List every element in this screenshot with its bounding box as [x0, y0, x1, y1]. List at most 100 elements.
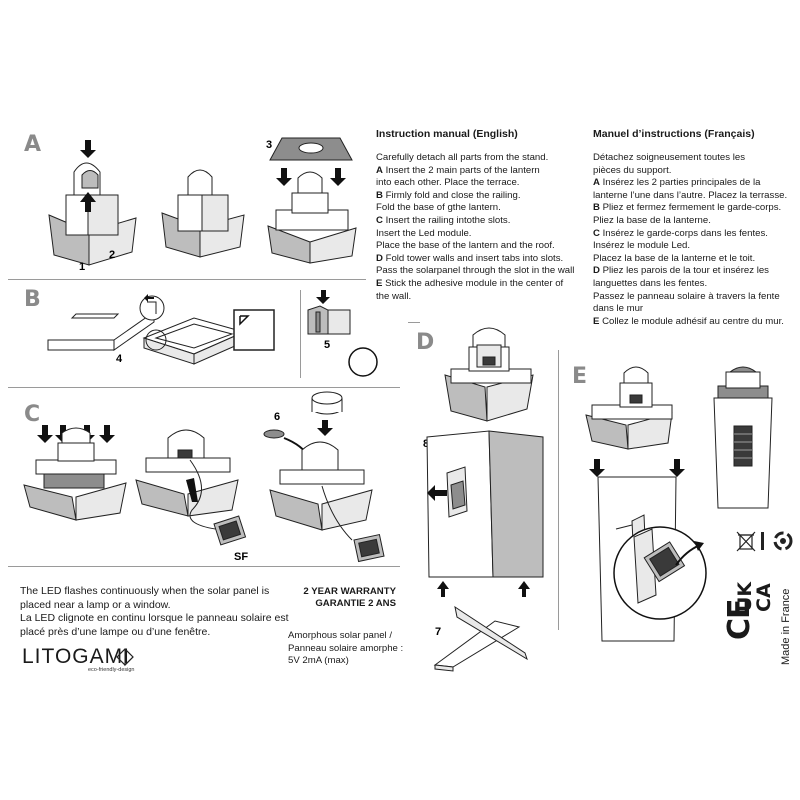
- ukca-mark-line2: CA: [753, 583, 775, 612]
- instruction-text: Pliez les parois de la tour et insérez l…: [599, 265, 769, 277]
- instruction-step-key: D: [376, 252, 383, 264]
- instruction-text: languettes dans les fentes.: [593, 277, 708, 289]
- triman-recycling-icon: [773, 531, 793, 551]
- divider-b-c: [8, 387, 400, 388]
- instruction-text: Insérez les 2 parties principales de la: [599, 177, 761, 189]
- instructions-english-title: Instruction manual (English): [376, 128, 518, 140]
- illustration-step-e-2: [713, 366, 773, 509]
- instruction-text: Insert the Led module.: [376, 227, 472, 239]
- divider-c-notes: [8, 566, 400, 567]
- divider-vertical-b: [300, 290, 301, 378]
- solar-spec-line2: Panneau solaire amorphe :: [288, 642, 404, 654]
- instruction-text: Place the base of the lantern and the ro…: [376, 240, 555, 252]
- instruction-line: D Pliez les parois de la tour et insérez…: [593, 265, 798, 278]
- part-number-5: 5: [324, 339, 330, 351]
- illustration-step-c-3: 6: [263, 391, 385, 563]
- instruction-line: lanterne l’une dans l’autre. Placez la t…: [593, 190, 798, 203]
- separator-bar-icon: [761, 532, 764, 550]
- instruction-text: Pliez la base de la lanterne.: [593, 214, 711, 226]
- led-note-fr-1: La LED clignote en continu lorsque le pa…: [20, 612, 289, 624]
- instruction-step-key: C: [376, 214, 383, 226]
- illustration-step-c-2: SF: [135, 429, 248, 563]
- part-number-8: 8: [423, 438, 429, 450]
- solar-spec-line3: 5V 2mA (max): [288, 655, 349, 666]
- step-label-b: B: [24, 287, 41, 312]
- instruction-line: C Insert the railing intothe slots.: [376, 215, 591, 228]
- illustration-step-a-2: [161, 169, 245, 258]
- instruction-text: Insert the 2 main parts of the lantern: [382, 164, 540, 176]
- instruction-line: B Pliez et fermez fermement le garde-cor…: [593, 202, 798, 215]
- instruction-line: C Insérez le garde-corps dans les fentes…: [593, 228, 798, 241]
- instruction-step-key: C: [593, 227, 600, 239]
- instruction-text: Insert the railing intothe slots.: [382, 214, 511, 226]
- instruction-text: Fold tower walls and insert tabs into sl…: [382, 252, 564, 264]
- instruction-line: pièces du support.: [593, 165, 798, 178]
- instruction-line: into each other. Place the terrace.: [376, 177, 591, 190]
- instruction-line: Place the base of the lantern and the ro…: [376, 240, 591, 253]
- instruction-text: Firmly fold and close the railing.: [382, 189, 521, 201]
- weee-bin-icon: [736, 531, 756, 552]
- instruction-text: Pliez et fermez fermement le garde-corps…: [599, 202, 782, 214]
- step-label-e: E: [572, 364, 588, 389]
- instruction-step-key: E: [376, 277, 383, 289]
- instruction-text: Placez la base de la lanterne et le toit…: [593, 252, 756, 264]
- instruction-line: Carefully detach all parts from the stan…: [376, 152, 591, 165]
- led-note-en-1: The LED flashes continuously when the so…: [20, 585, 270, 597]
- made-in-france: Made in France: [780, 588, 792, 665]
- warranty-en: 2 YEAR WARRANTY: [303, 586, 396, 597]
- instruction-line: Détachez soigneusement toutes les: [593, 152, 798, 165]
- part-number-7: 7: [435, 626, 441, 638]
- instruction-line: the wall.: [376, 291, 591, 304]
- instruction-text: Pass the solarpanel through the slot in …: [376, 265, 575, 277]
- instruction-text: into each other. Place the terrace.: [376, 177, 520, 189]
- instructions-french: Manuel d’instructions (Français) Détache…: [593, 128, 798, 328]
- step-label-d: D: [416, 330, 435, 355]
- brand-name: LITOGAMI: [22, 645, 130, 668]
- instruction-line: B Firmly fold and close the railing.: [376, 190, 591, 203]
- instruction-line: A Insérez les 2 parties principales de l…: [593, 177, 798, 190]
- instruction-text: Insérez le module Led.: [593, 240, 691, 252]
- instruction-line: languettes dans les fentes.: [593, 278, 798, 291]
- instruction-text: Collez le module adhésif au centre du mu…: [599, 315, 784, 327]
- instruction-line: D Fold tower walls and insert tabs into …: [376, 253, 591, 266]
- origami-logo-icon: [116, 648, 134, 667]
- instruction-text: lanterne l’une dans l’autre. Placez la t…: [593, 189, 788, 201]
- part-number-1: 1: [79, 261, 85, 273]
- divider-d-e-top: [408, 322, 420, 323]
- instruction-text: Carefully detach all parts from the stan…: [376, 152, 549, 163]
- illustration-step-a-3: 3: [266, 137, 357, 264]
- brand-tagline: eco-friendly-design: [88, 667, 135, 673]
- part-number-4: 4: [116, 353, 123, 365]
- instruction-step-key: A: [593, 177, 600, 189]
- warranty-fr: GARANTIE 2 ANS: [315, 598, 396, 609]
- part-number-3: 3: [266, 139, 272, 151]
- part-number-2: 2: [109, 249, 115, 261]
- instruction-line: Passez le panneau solaire à travers la f…: [593, 291, 798, 304]
- instruction-line: E Stick the adhesive module in the cente…: [376, 278, 591, 291]
- instruction-step-key: A: [376, 164, 383, 176]
- instruction-line: Pass the solarpanel through the slot in …: [376, 265, 591, 278]
- instructions-english-body: Carefully detach all parts from the stan…: [376, 152, 591, 303]
- instruction-step-key: B: [593, 202, 600, 214]
- illustration-step-d: 8 7: [423, 327, 544, 672]
- instruction-line: A Insert the 2 main parts of the lantern: [376, 165, 591, 178]
- instruction-line: Pliez la base de la lanterne.: [593, 215, 798, 228]
- instruction-line: E Collez le module adhésif au centre du …: [593, 316, 798, 329]
- illustration-step-b-railing: 4: [47, 294, 275, 365]
- led-note: The LED flashes continuously when the so…: [20, 585, 310, 639]
- instruction-text: Stick the adhesive module in the center …: [382, 277, 564, 289]
- led-note-en-2: placed near a lamp or a window.: [20, 598, 171, 611]
- solar-spec-line1: Amorphous solar panel /: [288, 630, 392, 641]
- instruction-line: Placez la base de la lanterne et le toit…: [593, 253, 798, 266]
- instruction-text: dans le mur: [593, 303, 644, 315]
- instruction-line: Fold the base of gthe lantern.: [376, 202, 591, 215]
- instruction-text: the wall.: [376, 290, 412, 302]
- instruction-text: Fold the base of gthe lantern.: [376, 202, 501, 214]
- illustration-step-c-1: [23, 425, 127, 521]
- illustration-step-e-1: [585, 366, 707, 642]
- divider-vertical-d-e: [558, 350, 559, 630]
- brand-logo: LITOGAMI eco-friendly-design: [22, 645, 134, 673]
- instructions-english: Instruction manual (English) Carefully d…: [376, 128, 591, 303]
- instruction-line: Insert the Led module.: [376, 228, 591, 241]
